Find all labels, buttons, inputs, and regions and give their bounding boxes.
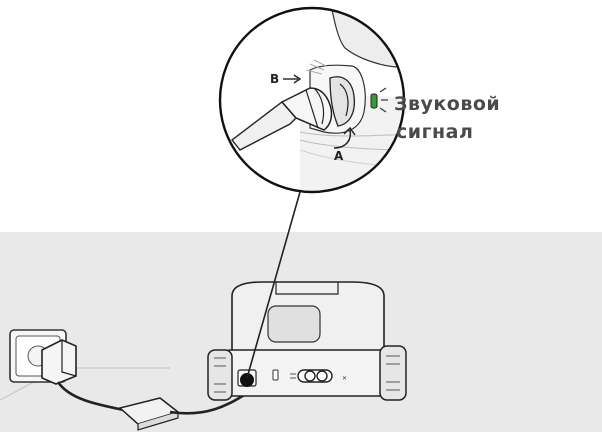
power-cable (56, 381, 125, 412)
cable-plug (223, 87, 333, 162)
svg-text:✕: ✕ (342, 375, 347, 382)
callout-leader-line (246, 191, 301, 379)
magnifier-outline (218, 6, 406, 194)
power-supply-box (118, 397, 180, 431)
label-a: A (334, 149, 344, 163)
signal-label-line1: Звуковой (394, 93, 500, 115)
label-b: B (270, 72, 279, 86)
curved-arrow-icon (333, 126, 356, 149)
robot-power-socket (240, 373, 254, 387)
robot-cleaner: ✕ (207, 281, 407, 401)
signal-label-line2: сигнал (396, 121, 473, 143)
robot-switch (290, 369, 333, 383)
power-adapter (41, 339, 77, 385)
led-icon (370, 87, 388, 113)
arrow-right-icon (283, 74, 302, 84)
